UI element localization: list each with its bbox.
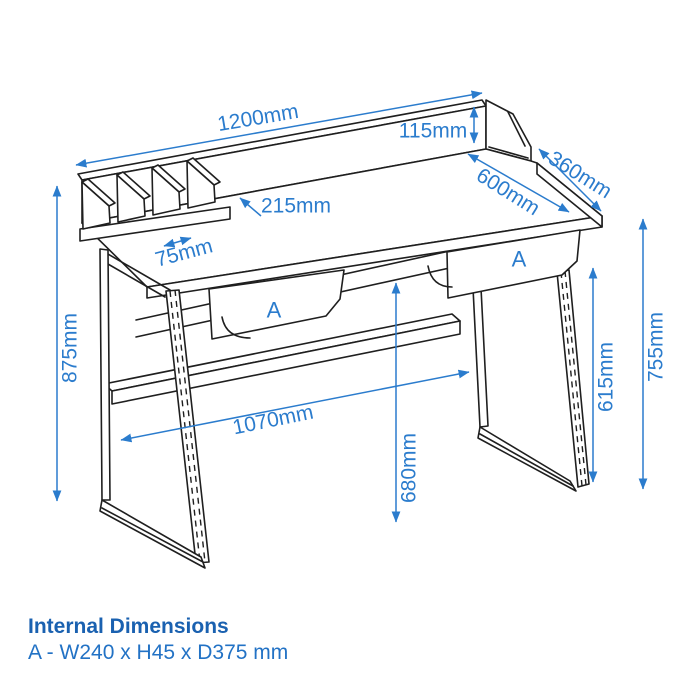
drawer-right: [446, 229, 581, 299]
internal-dimensions-title: Internal Dimensions: [28, 615, 229, 638]
dim-label-215: 215mm: [261, 195, 331, 218]
dim-line-75: [163, 236, 192, 248]
dimension-lines: [52, 90, 648, 523]
dim-label-875: 875mm: [59, 313, 82, 383]
file-organizer: [79, 157, 231, 242]
dim-label-1200: 1200mm: [216, 100, 300, 136]
dim-label-755: 755mm: [645, 312, 668, 382]
dim-label-680: 680mm: [398, 433, 421, 503]
dim-line-1070: [120, 369, 470, 443]
dim-line-1200: [75, 90, 483, 168]
drawer-left: [208, 269, 345, 340]
dim-label-1070: 1070mm: [231, 401, 316, 440]
stretcher-shelf: [103, 313, 461, 405]
internal-dimensions-detail: A - W240 x H45 x D375 mm: [28, 641, 289, 664]
dim-leader-215: [239, 197, 262, 217]
dim-line-360: [538, 148, 602, 212]
drawer-brackets: [221, 265, 453, 339]
dim-label-115: 115mm: [399, 120, 467, 143]
dim-label-615: 615mm: [595, 342, 618, 412]
right-leg: [472, 269, 590, 492]
drawer-label-left: A: [267, 298, 282, 323]
drawer-label-right: A: [512, 247, 527, 272]
